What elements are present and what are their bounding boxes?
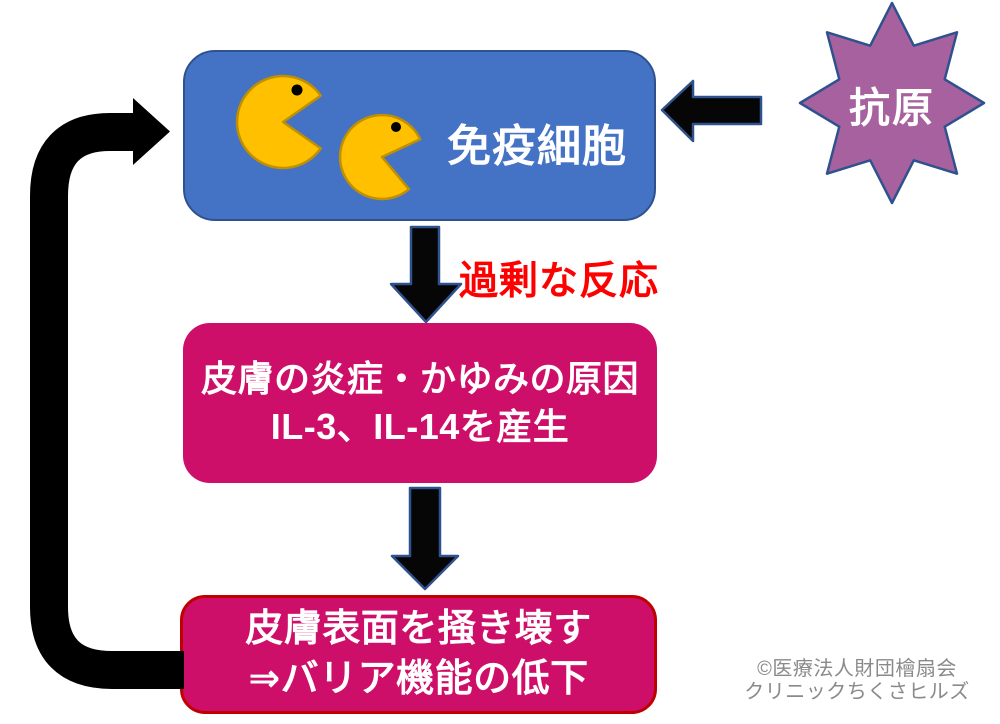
down-arrow-scratch: [390, 486, 460, 591]
inflammation-box: 皮膚の炎症・かゆみの原因 IL-3、IL-14を産生: [183, 323, 657, 483]
excessive-reaction-label: 過剰な反応: [459, 260, 660, 303]
copyright-credit: ©医療法人財団檜扇会 クリニックちくさヒルズ: [742, 658, 972, 704]
copyright-line1: ©医療法人財団檜扇会: [757, 658, 957, 680]
immune-cell-label: 免疫細胞: [447, 122, 627, 171]
copyright-line2: クリニックちくさヒルズ: [744, 681, 970, 703]
inflammation-box-line1: 皮膚の炎症・かゆみの原因: [200, 358, 639, 400]
inflammation-box-line2: IL-3、IL-14を産生: [270, 406, 570, 447]
barrier-box-line2: ⇒バリア機能の低下: [248, 657, 589, 700]
feedback-loop-arrow: [30, 98, 184, 689]
antigen-label: 抗原: [849, 85, 935, 131]
antigen-arrow: [660, 79, 763, 143]
down-arrow-reaction: [389, 225, 463, 324]
barrier-box: 皮膚表面を掻き壊す ⇒バリア機能の低下: [180, 595, 657, 714]
barrier-box-line1: 皮膚表面を掻き壊す: [245, 608, 592, 651]
